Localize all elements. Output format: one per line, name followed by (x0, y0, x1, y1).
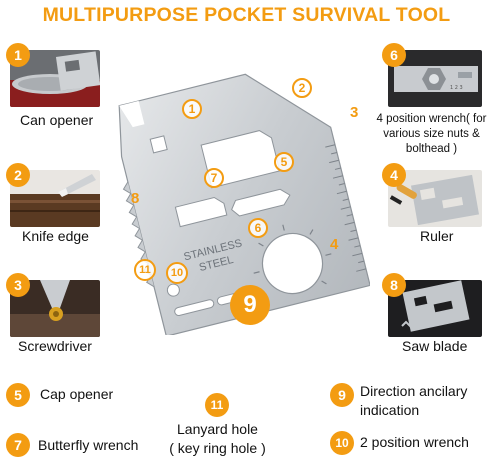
marker-1: 1 (182, 99, 202, 119)
legend-lanyard-line2: ( key ring hole ) (169, 440, 266, 456)
legend-badge-10: 10 (330, 431, 354, 455)
legend-cap-opener: Cap opener (40, 386, 114, 402)
legend-direction-line1: Direction ancilary (360, 383, 468, 399)
screwdriver-label: Screwdriver (18, 338, 92, 354)
legend-two-position-wrench: 2 position wrench (360, 434, 469, 450)
badge-3: 3 (6, 273, 30, 297)
legend-direction: Direction ancilary indication (360, 382, 467, 420)
marker-11: 11 (134, 259, 156, 281)
legend-direction-line2: indication (360, 402, 420, 418)
legend-badge-5: 5 (6, 383, 30, 407)
marker-6: 6 (248, 218, 268, 238)
knife-edge-label: Knife edge (22, 228, 89, 244)
marker-2: 2 (292, 78, 312, 98)
legend-lanyard-line1: Lanyard hole (177, 421, 258, 437)
marker-3: 3 (350, 104, 359, 121)
badge-8: 8 (382, 273, 406, 297)
wrench-photo: 1 2 3 (388, 50, 482, 107)
marker-9: 9 (230, 285, 270, 325)
badge-6: 6 (382, 43, 406, 67)
marker-7: 7 (204, 168, 224, 188)
legend-lanyard-hole: Lanyard hole ( key ring hole ) (160, 420, 275, 458)
badge-4: 4 (382, 163, 406, 187)
saw-blade-photo (388, 280, 482, 337)
legend-badge-7: 7 (6, 433, 30, 457)
marker-4: 4 (330, 236, 339, 253)
saw-blade-label: Saw blade (402, 338, 468, 354)
svg-text:1 2 3: 1 2 3 (450, 85, 463, 91)
can-opener-label: Can opener (20, 112, 94, 128)
legend-badge-11: 11 (205, 393, 229, 417)
legend-badge-9: 9 (330, 383, 354, 407)
marker-5: 5 (274, 152, 294, 172)
legend-butterfly-wrench: Butterfly wrench (38, 437, 139, 453)
badge-2: 2 (6, 163, 30, 187)
badge-1: 1 (6, 43, 30, 67)
page-title: MULTIPURPOSE POCKET SURVIVAL TOOL (42, 4, 451, 26)
can-opener-photo (10, 50, 100, 107)
wrench-description: 4 position wrench( for various size nuts… (376, 113, 487, 155)
marker-10: 10 (166, 262, 188, 284)
ruler-label: Ruler (420, 228, 454, 244)
marker-8: 8 (131, 190, 140, 207)
